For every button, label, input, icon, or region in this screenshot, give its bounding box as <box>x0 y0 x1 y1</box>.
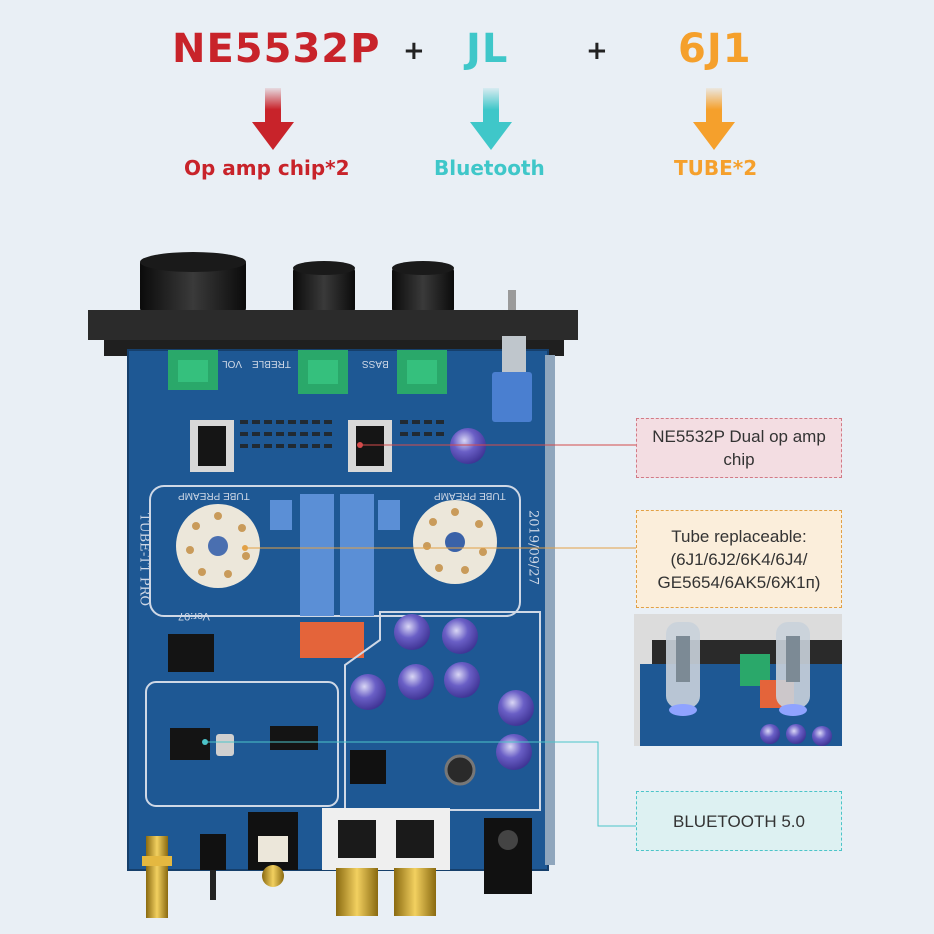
callout-bluetooth: BLUETOOTH 5.0 <box>636 791 842 851</box>
ic-left <box>168 634 214 672</box>
pot-bass <box>397 350 447 394</box>
callout-bluetooth-text: BLUETOOTH 5.0 <box>673 811 805 831</box>
header-jl: JL <box>466 26 509 72</box>
desc-op-amp: Op amp chip*2 <box>184 156 350 180</box>
silkscreen-knob-bass: BASS <box>362 358 389 369</box>
push-button <box>200 834 226 870</box>
knob-vol <box>140 252 246 314</box>
callout-tube-line2: (6J1/6J2/6K4/6J4/ <box>670 549 808 569</box>
pot-treble <box>298 350 348 394</box>
callout-tube-line1: Tube replaceable: <box>671 526 807 546</box>
capacitor-cluster <box>350 614 534 770</box>
op-amp-chip-right <box>348 420 392 472</box>
front-panel <box>88 310 578 340</box>
relay <box>300 622 364 658</box>
header-plus-2: + <box>586 36 608 66</box>
silkscreen-knob-vol: VOL <box>222 358 243 369</box>
audio-jack <box>248 812 298 887</box>
callout-opamp: NE5532P Dual op amp chip <box>636 418 842 478</box>
film-capacitor-1 <box>300 494 334 616</box>
silkscreen-preamp-left: TUBE PREAMP <box>178 490 250 501</box>
silkscreen-date: 2019/09/27 <box>525 510 541 585</box>
arrow-down-orange-icon <box>693 88 735 150</box>
header-plus-1: + <box>403 36 425 66</box>
knob-bass <box>392 261 454 314</box>
knob-treble <box>293 261 355 314</box>
inset-photo-tubes <box>634 614 842 746</box>
silkscreen-version: Ver:07 <box>178 610 210 622</box>
arrow-down-red-icon <box>252 88 294 150</box>
tube-socket-right <box>413 500 497 584</box>
capacitor-top <box>450 428 486 464</box>
op-amp-chip-left <box>190 420 234 472</box>
sma-antenna-connector <box>142 836 172 918</box>
desc-tube: TUBE*2 <box>674 156 758 180</box>
callout-tube-line3: GE5654/6AK5/6Ж1п) <box>657 572 821 592</box>
silkscreen-board-name: TUBE-T1 PRO <box>136 512 152 607</box>
silkscreen-preamp-right: TUBE PREAMP <box>434 490 506 501</box>
film-capacitor-2 <box>340 494 374 616</box>
header-6j1: 6J1 <box>678 26 752 72</box>
tube-socket-left <box>176 504 260 588</box>
dc-power-jack <box>484 818 532 894</box>
callout-tube: Tube replaceable: (6J1/6J2/6K4/6J4/ GE56… <box>636 510 842 608</box>
desc-bluetooth: Bluetooth <box>434 156 545 180</box>
inductor <box>444 754 476 786</box>
rca-jacks <box>322 808 450 916</box>
toggle-lever <box>508 290 516 314</box>
toggle-switch <box>492 372 532 422</box>
callout-opamp-text: NE5532P Dual op amp chip <box>652 427 826 469</box>
pot-vol <box>168 350 218 390</box>
arrow-down-cyan-icon <box>470 88 512 150</box>
leader-line-bluetooth <box>205 741 636 827</box>
silkscreen-knob-treble: TREBLE <box>252 358 291 369</box>
header-ne5532p: NE5532P <box>172 26 381 72</box>
